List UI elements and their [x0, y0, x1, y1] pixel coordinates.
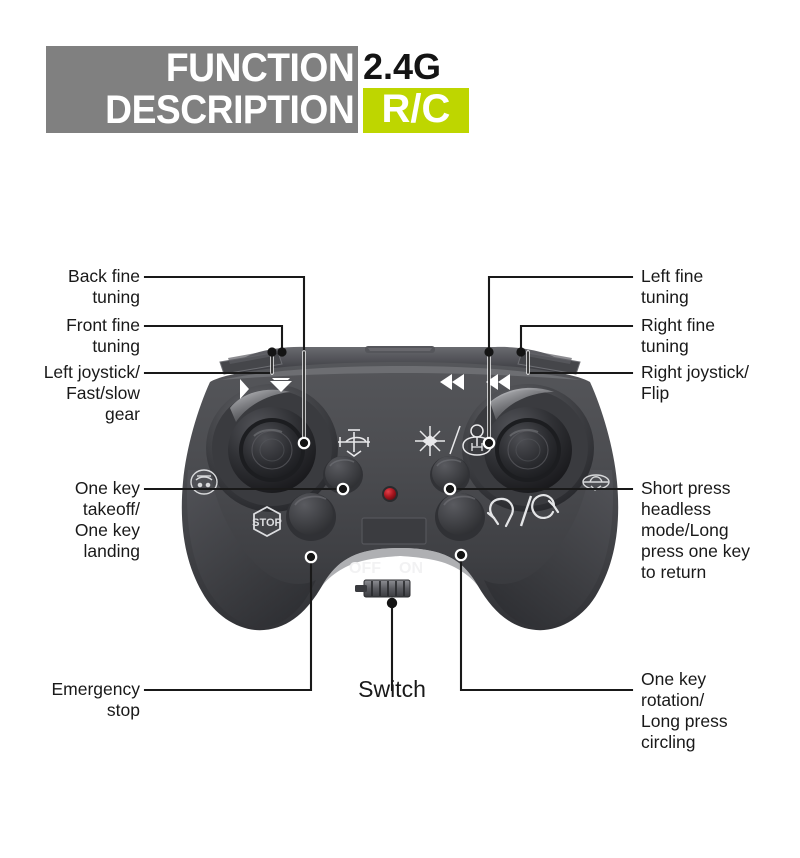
header-gray-band — [46, 46, 358, 133]
remote-controller-illustration: STOP — [150, 330, 650, 670]
headless-return-icon — [415, 424, 492, 456]
emergency-stop-button — [286, 493, 336, 541]
shoulder-trim-bar — [219, 346, 581, 376]
takeoff-landing-button — [323, 456, 363, 494]
emergency-stop-icon: STOP — [252, 505, 282, 538]
rc-label: R/C — [381, 87, 451, 131]
status-led — [382, 486, 398, 502]
callout-right-fine-tuning: Right fine tuning — [641, 315, 715, 356]
one-key-rotation-button — [435, 493, 485, 541]
switch-on-label: ON — [399, 560, 423, 577]
callout-right-joystick: Right joystick/ Flip — [641, 362, 749, 403]
callout-one-key-rotation: One key rotation/ Long press circling — [641, 669, 728, 752]
switch-off-label: OFF — [349, 560, 381, 577]
callout-one-key-takeoff: One key takeoff/ One key landing — [74, 478, 140, 561]
callout-left-fine-tuning: Left fine tuning — [641, 266, 704, 307]
right-joystick — [462, 384, 594, 512]
page-title: FUNCTION DESCRIPTION — [105, 46, 355, 132]
one-key-rotation-icon — [486, 494, 560, 528]
takeoff-side-icon — [190, 469, 218, 495]
rc-green-band — [363, 88, 469, 133]
stop-icon-label: STOP — [252, 517, 282, 529]
trim-arrow-icons — [240, 374, 510, 399]
callout-left-joystick: Left joystick/ Fast/slow gear — [43, 362, 140, 424]
callout-emergency-stop: Emergency stop — [51, 679, 140, 720]
callout-switch: Switch — [358, 676, 426, 702]
display-plate — [361, 517, 427, 545]
power-switch: OFF ON — [349, 560, 423, 598]
callout-short-press-headless: Short press headless mode/Long press one… — [641, 478, 750, 582]
headless-return-button — [430, 456, 470, 494]
callout-back-fine-tuning: Back fine tuning — [68, 266, 140, 307]
takeoff-landing-icon — [338, 429, 370, 457]
frequency-label: 2.4G — [363, 46, 442, 87]
left-joystick — [206, 384, 338, 512]
callout-front-fine-tuning: Front fine tuning — [66, 315, 140, 356]
